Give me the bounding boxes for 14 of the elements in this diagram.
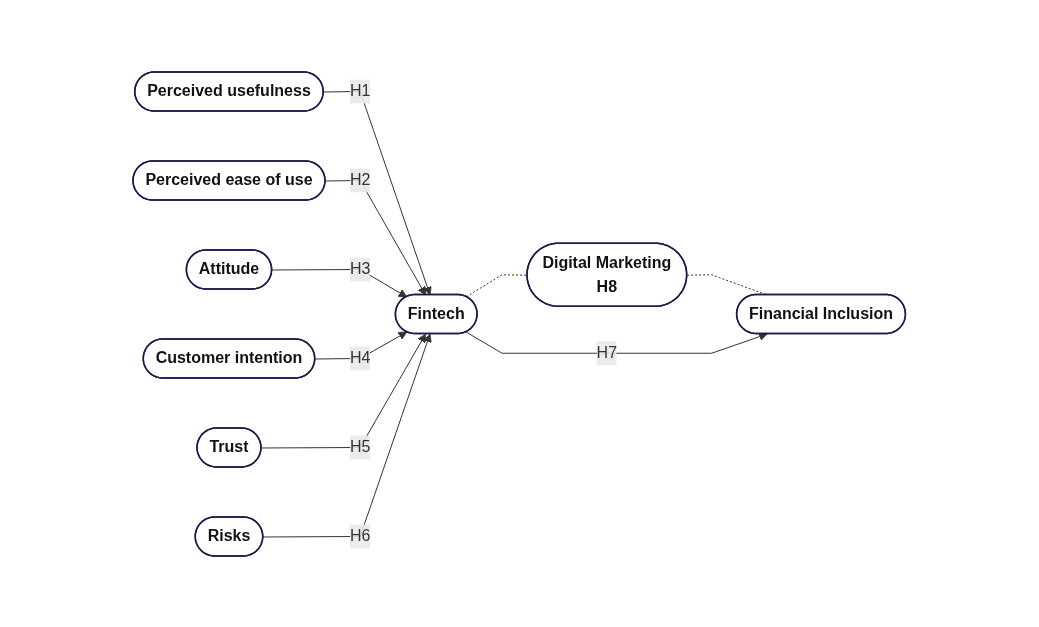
arrow <box>315 331 408 359</box>
arrow <box>466 331 768 354</box>
edge-label: H1 <box>350 82 371 99</box>
arrow <box>263 333 432 537</box>
edge-label: H6 <box>350 526 371 544</box>
edge-label: H2 <box>350 171 371 188</box>
edge-label: H3 <box>350 259 371 277</box>
edge-label: H4 <box>350 348 371 366</box>
edge-label: H7 <box>596 343 618 361</box>
edge-label: H5 <box>350 437 371 455</box>
arrow <box>325 179 427 295</box>
arrow <box>271 268 408 297</box>
arrow <box>261 333 427 448</box>
arrow <box>323 90 432 295</box>
